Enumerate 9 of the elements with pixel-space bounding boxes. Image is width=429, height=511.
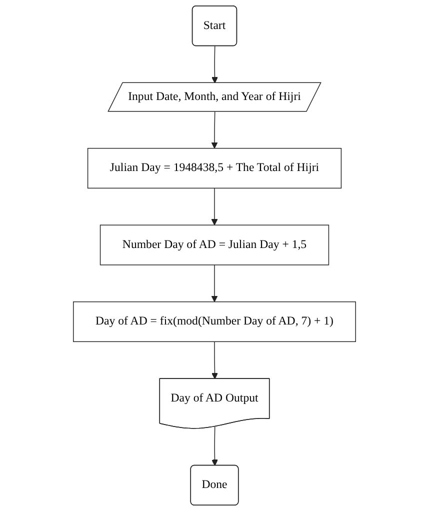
node-box: Number Day of AD = Julian Day + 1,5: [100, 224, 330, 266]
arrow: [212, 341, 218, 380]
arrow: [211, 188, 218, 226]
node-box: Julian Day = 1948438,5 + The Total of Hijri: [87, 148, 342, 189]
arrow: [211, 264, 218, 302]
arrow: [211, 111, 218, 149]
arrow: [212, 426, 218, 466]
arrow: [212, 46, 218, 84]
node-box: Day of AD = fix(mod(Number Day of AD, 7) + 1): [73, 301, 356, 342]
